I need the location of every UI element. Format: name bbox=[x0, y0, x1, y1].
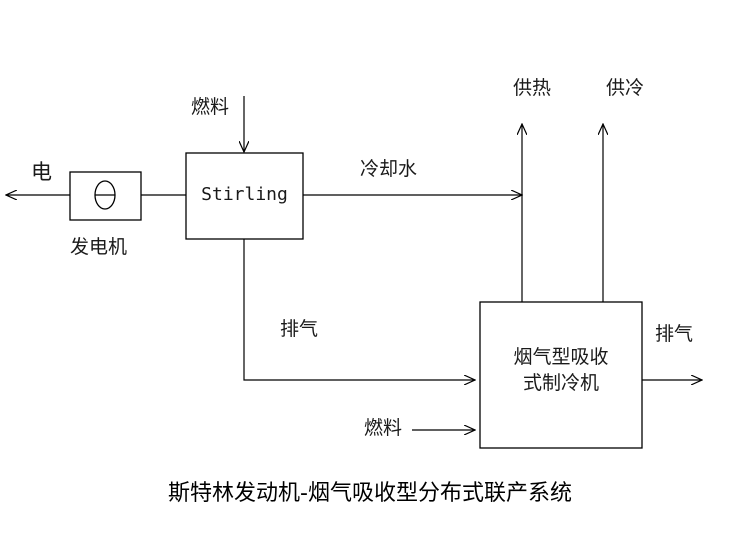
chiller-label-line1: 烟气型吸收 bbox=[513, 346, 609, 368]
exhaust-right-label: 排气 bbox=[655, 323, 694, 345]
exhaust-left-label: 排气 bbox=[280, 318, 319, 340]
fuel-top-label: 燃料 bbox=[191, 96, 230, 118]
heating-supply-label: 供热 bbox=[513, 77, 552, 99]
cooling-supply-label: 供冷 bbox=[606, 77, 645, 99]
cooling-water-label: 冷却水 bbox=[360, 158, 418, 180]
fuel-bottom-label: 燃料 bbox=[364, 417, 403, 439]
generator-label: 发电机 bbox=[70, 236, 128, 258]
chiller-label: 烟气型吸收 式制冷机 bbox=[480, 345, 642, 396]
absorption-chiller-box bbox=[479, 301, 643, 449]
chiller-label-line2: 式制冷机 bbox=[522, 371, 599, 394]
stirling-label: Stirling bbox=[201, 184, 288, 205]
diagram-caption: 斯特林发动机-烟气吸收型分布式联产系统 bbox=[168, 481, 572, 506]
electricity-label: 电 bbox=[31, 160, 52, 184]
exhaust-path-arrow bbox=[243, 239, 475, 380]
generator-box bbox=[69, 171, 142, 221]
